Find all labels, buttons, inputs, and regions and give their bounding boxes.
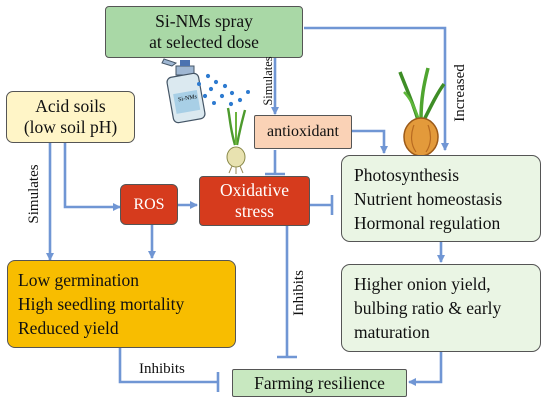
onion-seedling-icon [226,107,247,174]
negative-effects-box: Low germination High seedling mortality … [7,260,236,348]
inhibit-negative-to-resilience [118,348,218,384]
oxidative-stress-line-1: Oxidative [219,180,289,200]
negative-line-3: Reduced yield [18,318,119,338]
farming-resilience-label: Farming resilience [254,372,385,393]
oxidative-stress-box: Oxidative stress [199,176,310,226]
antioxidant-label: antioxidant [267,123,339,140]
acid-soils-box: Acid soils (low soil pH) [6,91,135,143]
farming-resilience-box: Farming resilience [232,369,407,397]
onion-icon [398,67,446,161]
si-nms-line-2: at selected dose [149,32,259,52]
label-increased: Increased [452,64,468,122]
antioxidant-box: antioxidant [254,115,352,149]
acid-soils-line-2: (low soil pH) [23,117,118,137]
physiology-line-1: Photosynthesis [354,164,460,185]
si-nms-line-1: Si-NMs spray [155,11,253,31]
spray-droplets-icon [197,73,250,107]
arrow-yield-to-resilience [408,352,443,386]
acid-soils-line-1: Acid soils [35,96,106,116]
yield-line-3: maturation [354,322,430,342]
spray-bottle-icon: Si-NMs [161,58,206,124]
yield-line-2: bulbing ratio & early [354,298,502,318]
arrow-acid-to-ros [63,143,121,211]
arrow-antioxidant-to-physiology [352,129,388,154]
arrow-spray-to-physiology [304,26,449,151]
yield-line-1: Higher onion yield, [354,274,491,294]
label-simulates-acid: Simulates [26,164,42,224]
negative-line-2: High seedling mortality [18,294,185,314]
spray-bottle-label: Si-NMs [178,94,198,103]
label-simulates-spray: Simulates [261,56,275,106]
physiology-line-2: Nutrient homeostasis [354,188,503,209]
si-nms-spray-box: Si-NMs spray at selected dose [105,6,303,58]
yield-box: Higher onion yield, bulbing ratio & earl… [341,264,541,352]
physiology-box: Photosynthesis Nutrient homeostasis Horm… [341,155,541,242]
ros-label: ROS [133,195,165,213]
label-inhibits-horizontal: Inhibits [139,361,185,377]
physiology-line-3: Hormonal regulation [354,212,501,233]
oxidative-stress-line-2: stress [235,201,274,221]
label-inhibits-vertical: Inhibits [291,270,307,316]
negative-line-1: Low germination [18,270,140,290]
ros-box: ROS [120,184,178,225]
